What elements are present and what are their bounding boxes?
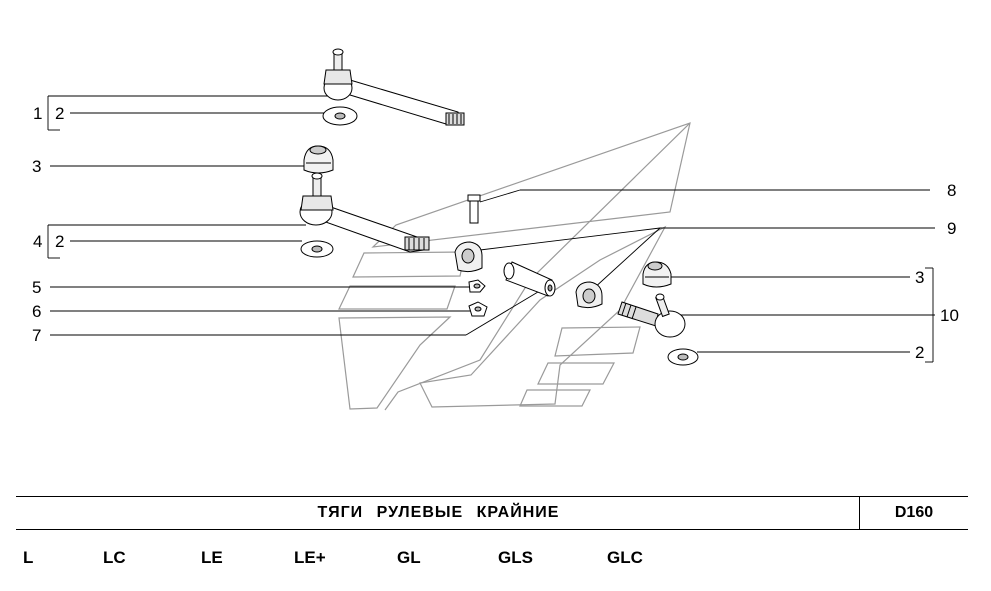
washer-2-top: [322, 106, 358, 126]
variant-le-plus: LE+: [294, 548, 326, 567]
callout-3-left: 3: [32, 157, 42, 176]
callout-3-right: 3: [915, 268, 925, 287]
callout-8: 8: [947, 181, 957, 200]
clamp-9: [454, 241, 483, 273]
title-divider: [859, 497, 860, 529]
tie-rod-upper: [323, 48, 465, 126]
callout-1: 1: [33, 104, 43, 123]
boot-3-left: [303, 145, 334, 174]
callout-2-top: 2: [55, 104, 65, 123]
variant-gls: GLS: [498, 548, 533, 567]
diagram-title: ТЯГИ РУЛЕВЫЕ КРАЙНИЕ: [317, 504, 560, 521]
variant-lc: LC: [103, 548, 126, 567]
callout-5: 5: [32, 278, 42, 297]
variant-glc: GLC: [607, 548, 643, 567]
variant-le: LE: [201, 548, 223, 567]
callout-10: 10: [940, 306, 959, 325]
tie-rod-end-10: [617, 293, 686, 338]
washer-2-middle: [300, 240, 334, 258]
bolt-8: [467, 194, 481, 224]
callout-7: 7: [32, 326, 42, 345]
tie-rod-middle: [299, 172, 430, 253]
watermark-logo: [338, 122, 691, 411]
boot-3-right: [642, 261, 672, 288]
callout-6: 6: [32, 302, 42, 321]
diagram-code: D160: [894, 504, 934, 521]
callout-2-middle: 2: [55, 232, 65, 251]
callout-4: 4: [33, 232, 43, 251]
title-bar: ТЯГИ РУЛЕВЫЕ КРАЙНИЕ D160: [16, 496, 968, 530]
model-variants: L LC LE LE+ GL GLS GLC: [0, 548, 991, 572]
washer-2-right: [667, 348, 699, 366]
callout-9: 9: [947, 219, 957, 238]
variant-gl: GL: [397, 548, 421, 567]
clamp-9-right: [575, 281, 603, 309]
nut-6: [468, 301, 488, 317]
leader-lines: [47, 95, 935, 363]
sleeve-7: [503, 261, 556, 297]
nut-5: [468, 279, 486, 293]
variant-l: L: [23, 548, 34, 567]
callout-2-right: 2: [915, 343, 925, 362]
